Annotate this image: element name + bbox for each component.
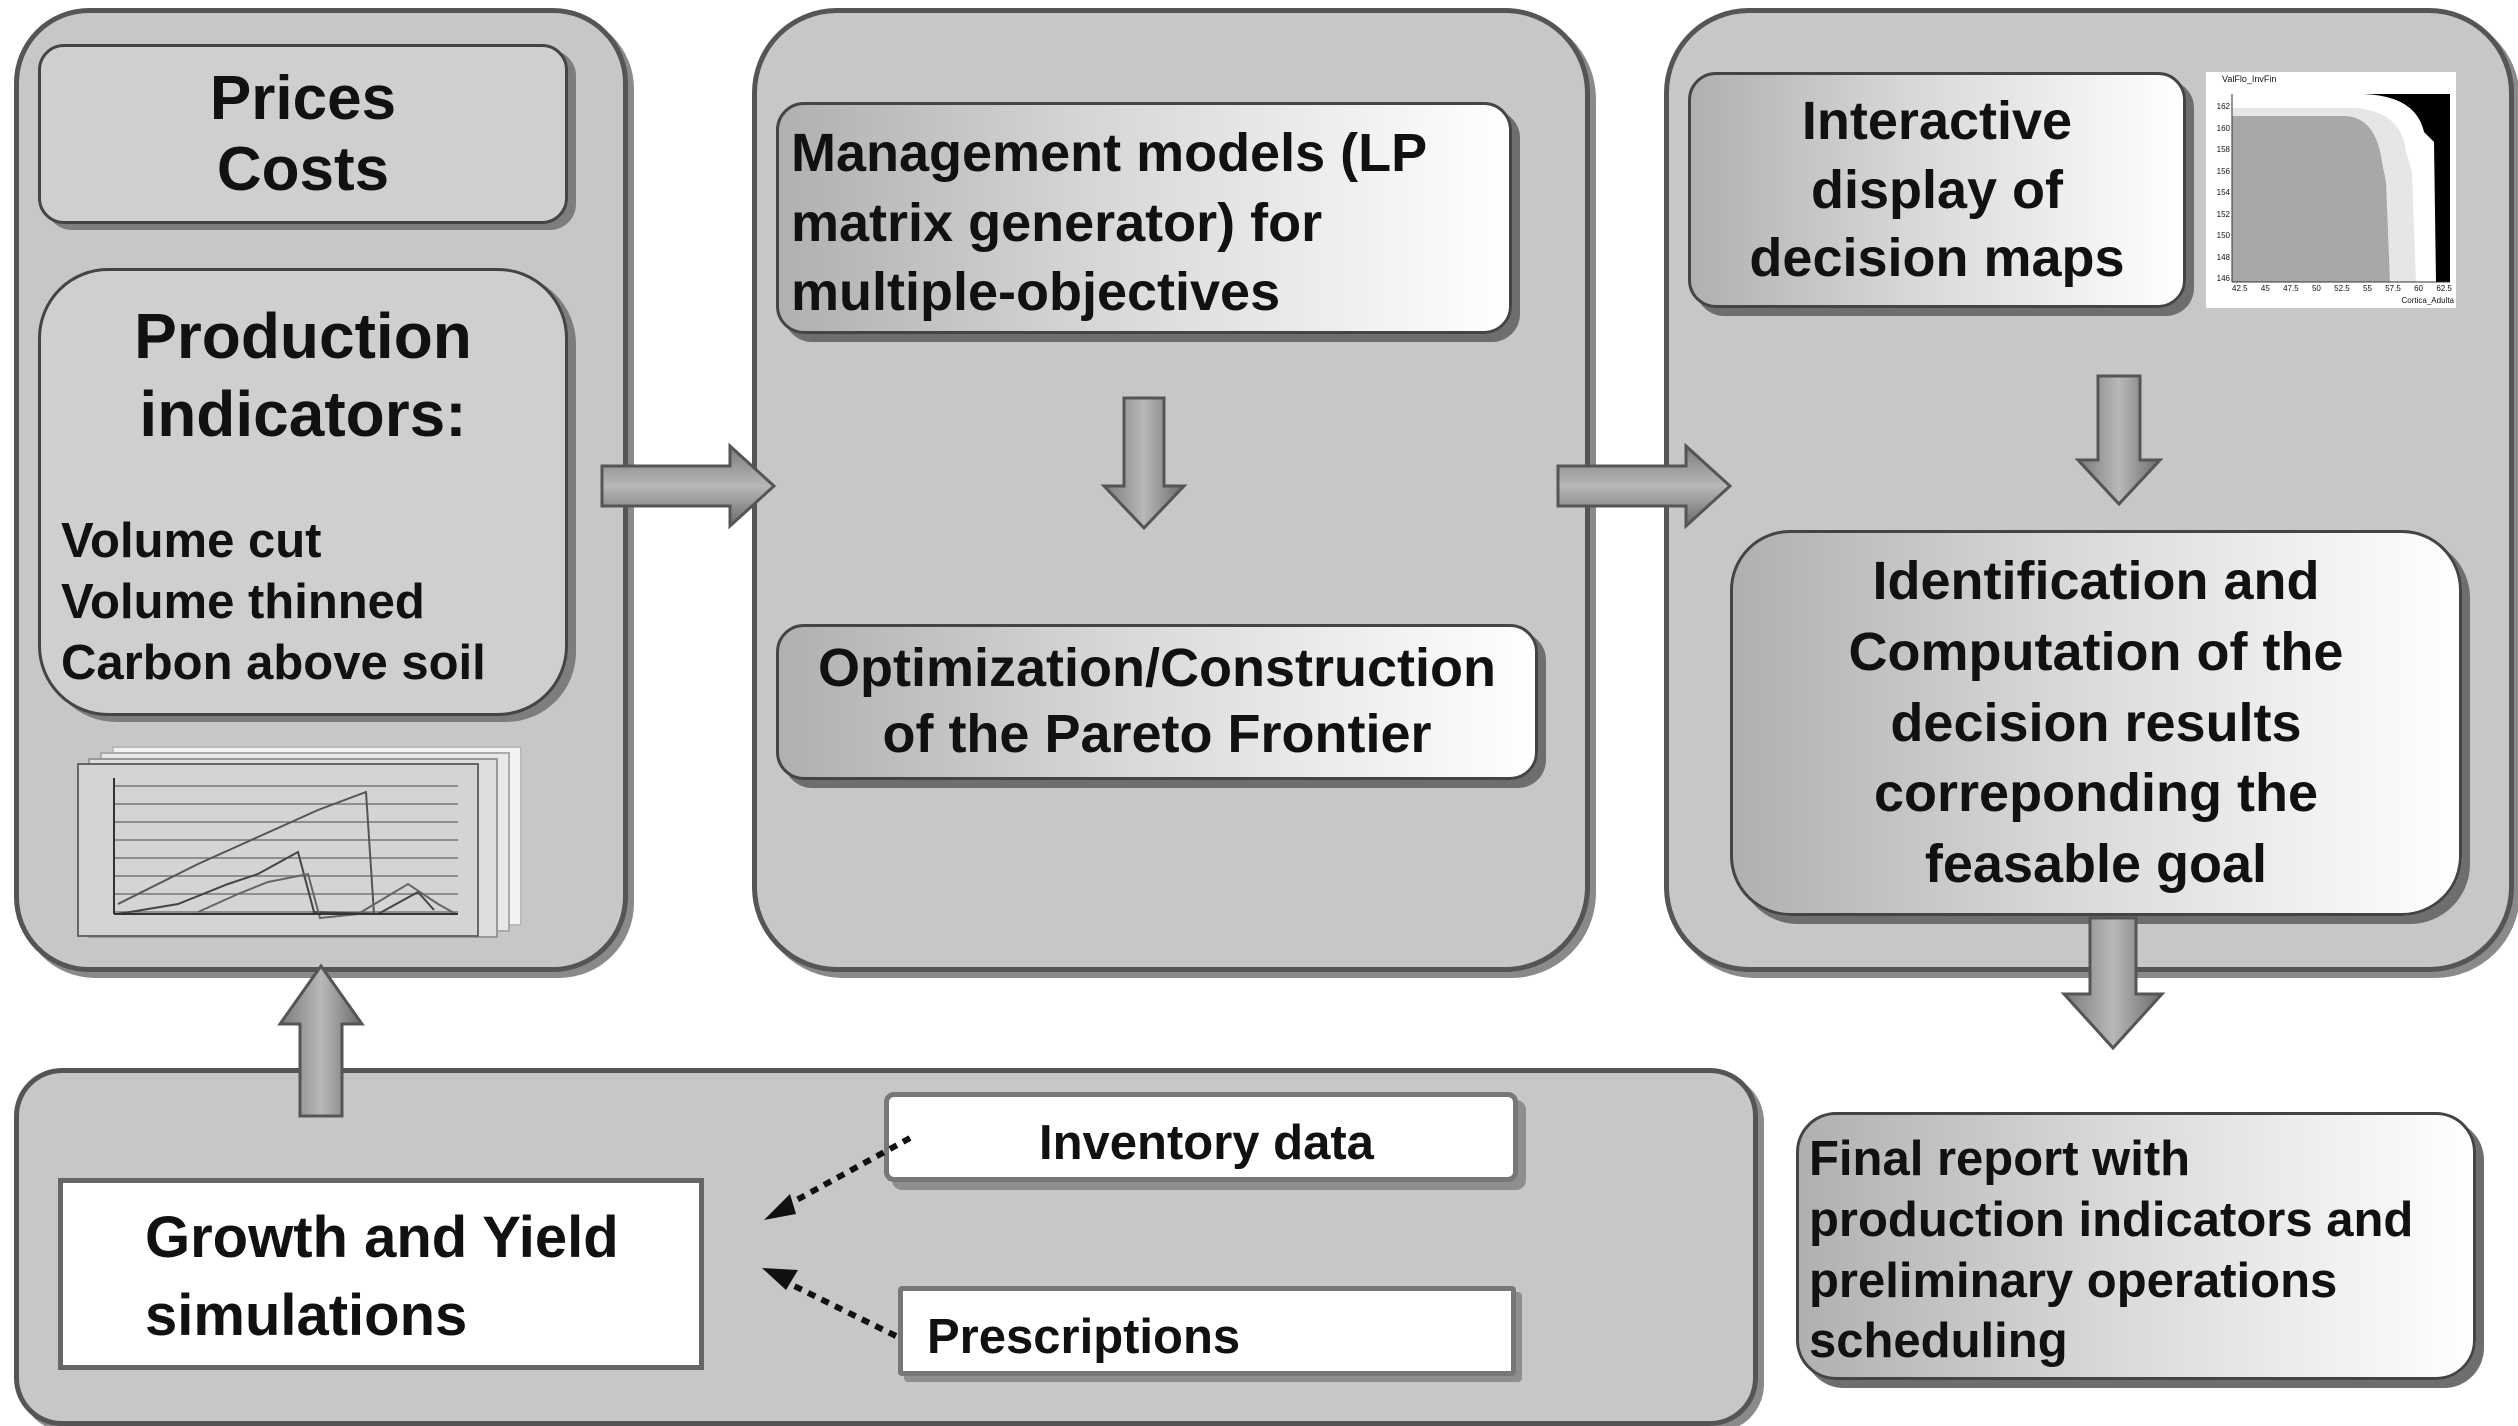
interactive-line1: Interactive <box>1801 91 2073 152</box>
prices-label: Prices <box>209 64 397 133</box>
dotted-arrow-prescriptions <box>762 1268 898 1339</box>
growth-yield-line1: Growth and Yield <box>145 1205 619 1270</box>
indicator-carbon: Carbon above soil <box>61 635 486 690</box>
management-line2: matrix generator) for <box>791 192 1323 253</box>
interactive-line2: display of <box>1810 159 2064 220</box>
identification-line5: feasable goal <box>1924 834 2268 895</box>
identification-box: Identification and Computation of the de… <box>1730 530 2462 916</box>
growth-yield-box: Growth and Yield simulations <box>58 1178 704 1370</box>
decision-map-title: ValFlo_InvFin <box>2222 74 2277 84</box>
decision-map-yticks: 162 160 158 156 154 152 150 148 146 <box>2216 102 2230 283</box>
final-report-line1: Final report with <box>1809 1132 2191 1186</box>
optimization-box: Optimization/Construction of the Pareto … <box>776 624 1538 780</box>
arrow-management-to-optimization <box>1100 396 1188 531</box>
prescriptions-label: Prescriptions <box>927 1310 1241 1364</box>
identification-line2: Computation of the <box>1848 621 2344 682</box>
inventory-data-box: Inventory data <box>884 1092 1518 1182</box>
optimization-line1: Optimization/Construction <box>818 638 1496 699</box>
decision-map-xlabel: Cortica_Adulta <box>2401 296 2454 305</box>
final-report-line3: preliminary operations <box>1809 1253 2338 1308</box>
identification-line1: Identification and <box>1872 551 2320 612</box>
indicator-volume-cut: Volume cut <box>61 514 322 568</box>
management-models-box: Management models (LP matrix generator) … <box>776 102 1512 334</box>
optimization-line2: of the Pareto Frontier <box>882 704 1432 764</box>
identification-line4: correponding the <box>1874 763 2318 824</box>
arrow-identification-to-report <box>2060 916 2166 1051</box>
arrow-middle-to-right <box>1556 442 1733 530</box>
production-indicators-box: Production indicators: Volume cut Volume… <box>38 268 568 716</box>
decision-map-xticks: 42.5 45 47.5 50 52.5 55 57.5 60 62.5 <box>2232 284 2452 293</box>
prices-costs-box: Prices Costs <box>38 44 568 224</box>
identification-line3: decision results <box>1890 692 2302 753</box>
interactive-line3: decision maps <box>1749 228 2125 289</box>
interactive-display-box: Interactive display of decision maps <box>1688 72 2186 308</box>
decision-map-thumbnail: ValFlo_InvFin 162 160 158 156 154 152 15… <box>2206 72 2456 308</box>
management-line3: multiple-objectives <box>791 262 1281 323</box>
growth-yield-line2: simulations <box>145 1282 468 1348</box>
production-title-line2: indicators: <box>139 378 467 451</box>
costs-label: Costs <box>216 135 390 204</box>
arrow-display-to-identification <box>2074 374 2164 507</box>
final-report-line2: production indicators and <box>1809 1192 2414 1247</box>
prescriptions-box: Prescriptions <box>898 1286 1516 1376</box>
final-report-line4: scheduling <box>1809 1314 2068 1369</box>
production-title-line1: Production <box>134 300 472 372</box>
chart-thumbnail-svg <box>77 763 479 937</box>
arrow-growth-to-indicators <box>277 963 365 1118</box>
decision-map-svg <box>2231 94 2450 283</box>
growth-chart-thumbnail <box>77 746 522 938</box>
final-report-box: Final report with production indicators … <box>1796 1112 2476 1380</box>
management-line1: Management models (LP <box>791 123 1428 183</box>
indicator-volume-thinned: Volume thinned <box>61 574 425 629</box>
arrow-left-to-middle <box>600 442 777 530</box>
inventory-data-label: Inventory data <box>1039 1116 1374 1170</box>
dotted-arrow-inventory <box>764 1135 912 1220</box>
